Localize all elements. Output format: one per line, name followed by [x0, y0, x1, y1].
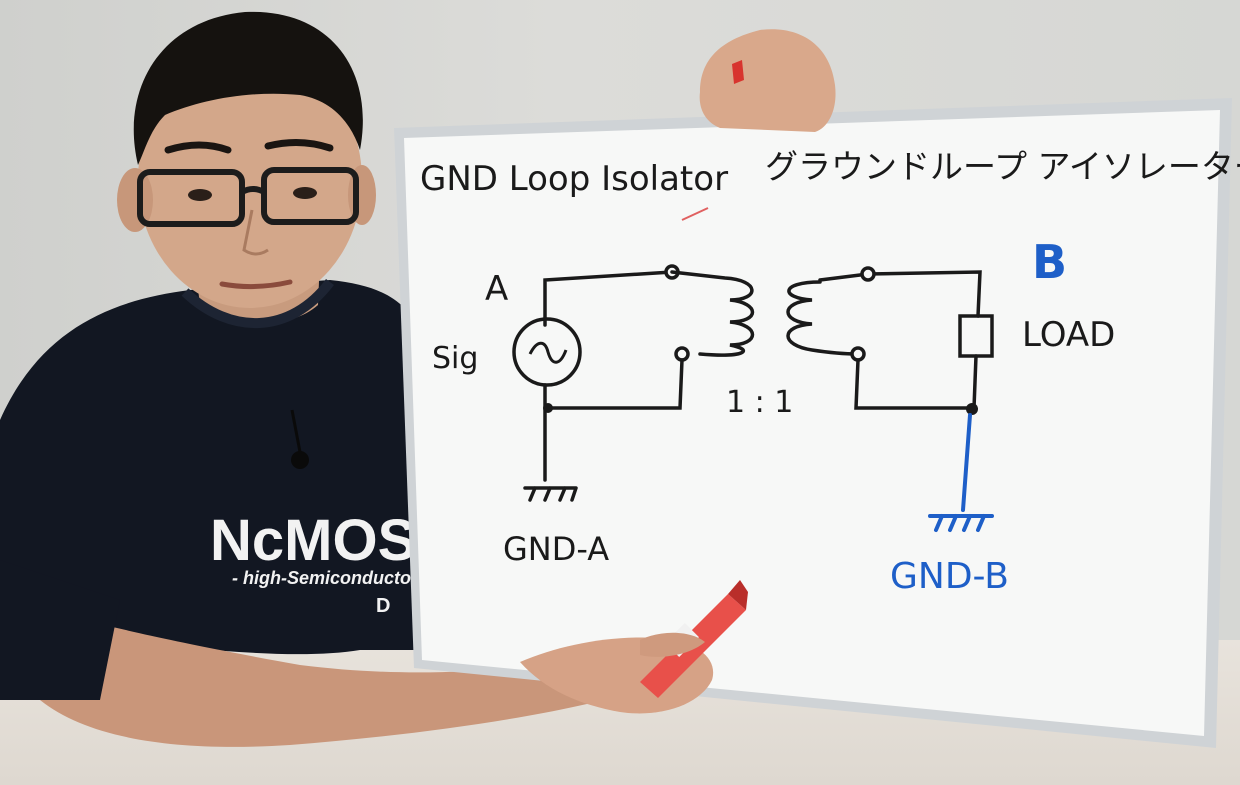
shirt-tagline: - high-Semiconductor: [232, 568, 419, 588]
label-gnd-a: GND-A: [503, 530, 609, 568]
title-english: GND Loop Isolator: [420, 159, 728, 199]
load-resistor: [958, 314, 994, 358]
title-japanese: グラウンドループ アイソレーター: [765, 147, 1240, 186]
presenter: NcMOSF - high-Semiconductor D: [0, 11, 640, 747]
label-ratio: 1 : 1: [726, 385, 793, 420]
hands: [520, 29, 836, 714]
node-b-junction: [966, 403, 978, 415]
circuit-side-a: [523, 264, 754, 502]
hair: [133, 11, 363, 166]
left-eye: [188, 189, 212, 201]
red-object-in-top-hand: [732, 60, 744, 84]
red-marker-dash: [681, 207, 709, 221]
top-hand: [699, 29, 836, 133]
left-ear: [117, 168, 153, 232]
label-load: LOAD: [1022, 315, 1115, 355]
left-sleeve: [0, 560, 120, 700]
label-a: A: [485, 269, 508, 309]
right-eyebrow: [264, 139, 334, 152]
label-b: B: [1032, 235, 1067, 289]
left-eyebrow: [164, 141, 232, 154]
blue-ground-wire: [928, 413, 994, 532]
mouth: [219, 279, 293, 290]
glasses: [137, 167, 359, 227]
label-gnd-b: GND-B: [890, 556, 1009, 597]
whiteboard: GND Loop Isolator グラウンドループ アイソレーター: [394, 98, 1240, 748]
whiteboard-surface: [404, 110, 1220, 736]
shirt-letter: D: [376, 595, 390, 617]
signal-source-symbol: [512, 317, 582, 387]
node-a-junction: [543, 403, 553, 413]
lapel-microphone: [291, 451, 309, 469]
head: [138, 52, 362, 308]
nose: [242, 209, 269, 256]
label-sig: Sig: [432, 341, 478, 376]
right-eye: [293, 187, 317, 199]
signal-sine-wave: [528, 341, 568, 364]
circuit-side-b: [786, 266, 982, 410]
left-arm: [40, 610, 640, 747]
mic-cable: [290, 409, 302, 453]
collar: [181, 278, 334, 328]
right-hand-thumb: [640, 632, 705, 657]
